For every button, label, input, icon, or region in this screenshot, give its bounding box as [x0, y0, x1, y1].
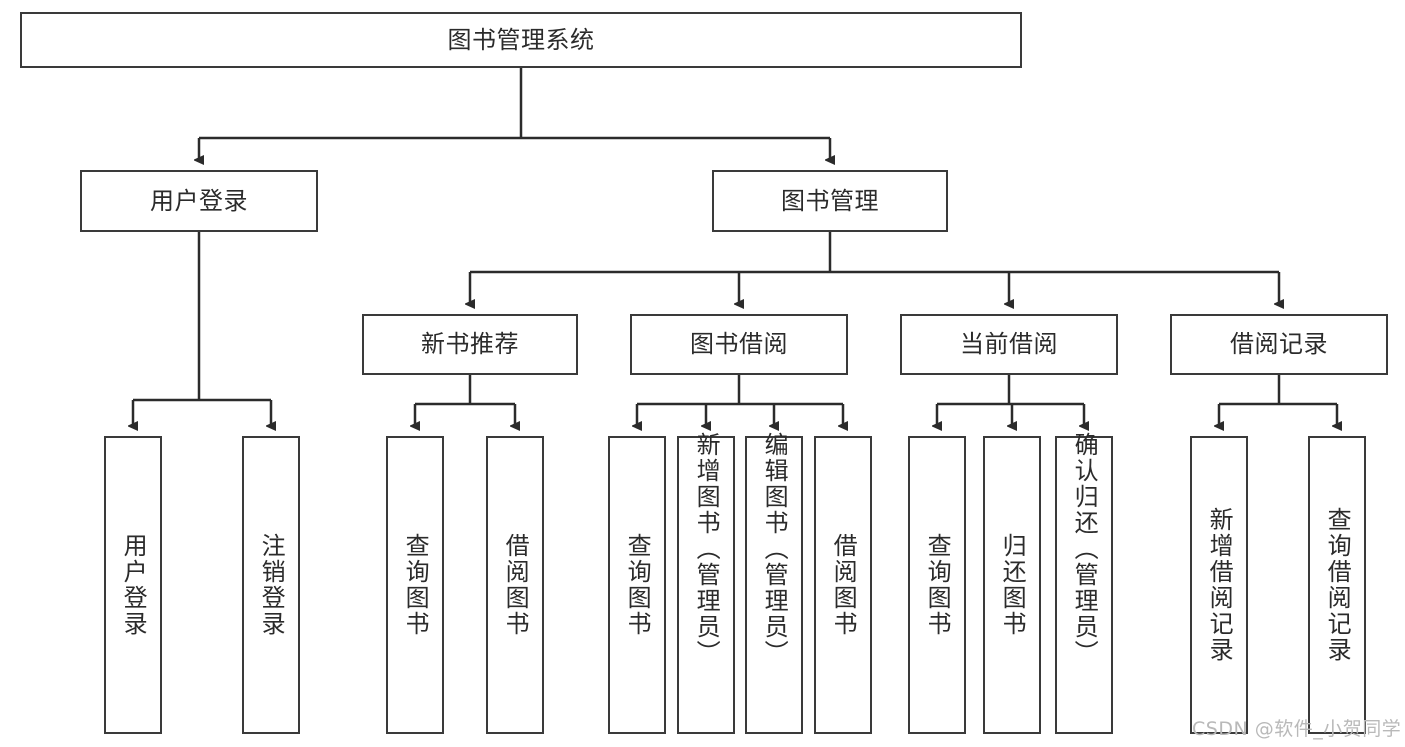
node-user-login-label: 用户登录 — [150, 186, 248, 215]
node-leaf-return-book[interactable]: 归还图书 — [983, 436, 1041, 734]
node-current-borrow-label: 当前借阅 — [960, 330, 1058, 359]
node-leaf-add-record[interactable]: 新增借阅记录 — [1190, 436, 1248, 734]
node-new-book-rec[interactable]: 新书推荐 — [362, 314, 578, 375]
node-book-manage-label: 图书管理 — [781, 186, 879, 215]
node-leaf-query-book[interactable]: 查询图书 — [608, 436, 666, 734]
node-leaf-user-login[interactable]: 用户登录 — [104, 436, 162, 734]
node-root[interactable]: 图书管理系统 — [20, 12, 1022, 68]
node-leaf-add-record-label: 新增借阅记录 — [1205, 507, 1234, 663]
node-user-login[interactable]: 用户登录 — [80, 170, 318, 232]
node-root-label: 图书管理系统 — [447, 25, 595, 54]
node-leaf-add-book-label: 新增图书（管理员） — [692, 432, 721, 666]
node-leaf-confirm-return[interactable]: 确认归还（管理员） — [1055, 432, 1113, 734]
node-book-manage[interactable]: 图书管理 — [712, 170, 948, 232]
node-leaf-query-record[interactable]: 查询借阅记录 — [1308, 436, 1366, 734]
node-book-borrow-label: 图书借阅 — [690, 330, 788, 359]
node-leaf-query-book-rec[interactable]: 查询图书 — [386, 436, 444, 734]
node-leaf-query-book-cur-label: 查询图书 — [923, 533, 952, 637]
node-current-borrow[interactable]: 当前借阅 — [900, 314, 1118, 375]
node-leaf-borrow-book-rec-label: 借阅图书 — [501, 533, 530, 637]
csdn-watermark: CSDN @软件_小贺同学 — [1192, 718, 1402, 740]
node-borrow-record-label: 借阅记录 — [1230, 330, 1328, 359]
node-leaf-borrow-book-label: 借阅图书 — [829, 533, 858, 637]
node-leaf-query-book-cur[interactable]: 查询图书 — [908, 436, 966, 734]
node-leaf-return-book-label: 归还图书 — [998, 533, 1027, 637]
node-leaf-query-book-rec-label: 查询图书 — [401, 533, 430, 637]
node-leaf-query-book-label: 查询图书 — [623, 533, 652, 637]
node-leaf-user-logout[interactable]: 注销登录 — [242, 436, 300, 734]
node-borrow-record[interactable]: 借阅记录 — [1170, 314, 1388, 375]
node-leaf-add-book[interactable]: 新增图书（管理员） — [677, 432, 735, 734]
node-leaf-borrow-book[interactable]: 借阅图书 — [814, 436, 872, 734]
node-leaf-confirm-return-label: 确认归还（管理员） — [1070, 432, 1099, 666]
node-leaf-query-record-label: 查询借阅记录 — [1323, 507, 1352, 663]
node-leaf-edit-book[interactable]: 编辑图书（管理员） — [745, 432, 803, 734]
node-leaf-borrow-book-rec[interactable]: 借阅图书 — [486, 436, 544, 734]
node-book-borrow[interactable]: 图书借阅 — [630, 314, 848, 375]
node-new-book-rec-label: 新书推荐 — [421, 330, 519, 359]
node-leaf-user-logout-label: 注销登录 — [257, 533, 286, 637]
node-leaf-user-login-label: 用户登录 — [119, 533, 148, 637]
node-leaf-edit-book-label: 编辑图书（管理员） — [760, 432, 789, 666]
